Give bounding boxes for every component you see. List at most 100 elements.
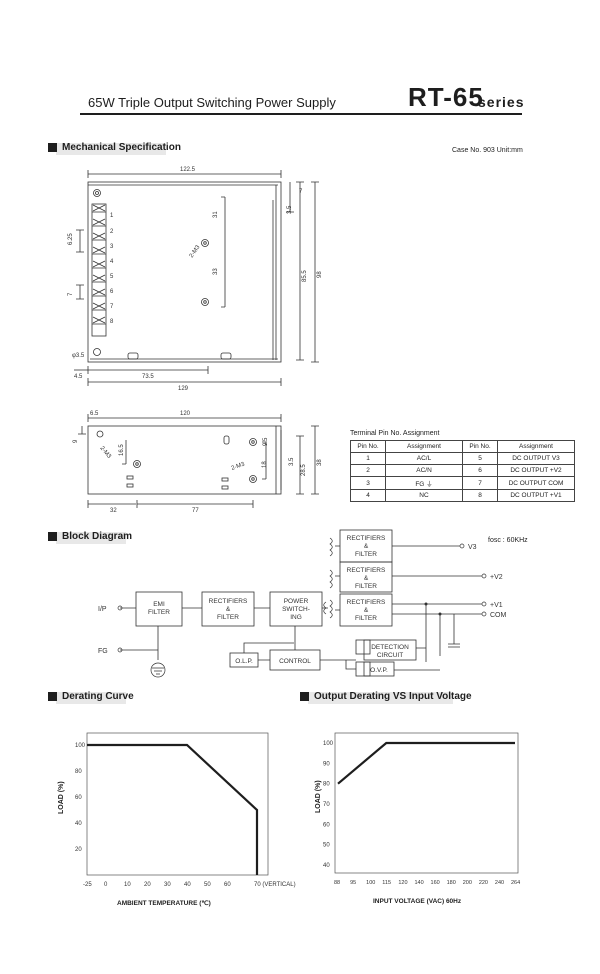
svg-text:DETECTION: DETECTION <box>371 644 409 651</box>
svg-text:2-M3: 2-M3 <box>98 445 112 460</box>
svg-text:6: 6 <box>110 289 114 295</box>
svg-text:3.5: 3.5 <box>289 457 295 466</box>
svg-text:O.V.P.: O.V.P. <box>370 667 388 674</box>
svg-text:+V2: +V2 <box>490 574 503 581</box>
svg-text:31: 31 <box>213 211 219 218</box>
svg-text:COM: COM <box>490 612 507 619</box>
section-marker-icon <box>48 532 57 541</box>
svg-text:16.5: 16.5 <box>119 444 125 456</box>
rectifier-box <box>201 591 255 627</box>
x-tick-label: 160 <box>431 880 440 886</box>
svg-text:38: 38 <box>317 459 323 466</box>
y-tick-label: 60 <box>75 795 82 801</box>
svg-text:CONTROL: CONTROL <box>279 658 311 665</box>
x-tick-label: -25 <box>83 882 92 888</box>
svg-text:8: 8 <box>110 319 114 325</box>
x-tick-label: 240 <box>495 880 504 886</box>
section-title: Output Derating VS Input Voltage <box>314 691 472 702</box>
y-tick-label: 80 <box>75 769 82 775</box>
series-label: series <box>478 94 525 110</box>
svg-text:77: 77 <box>192 508 199 514</box>
svg-text:2: 2 <box>110 229 114 235</box>
x-tick-label: 140 <box>414 880 423 886</box>
x-tick-label: 115 <box>382 880 391 886</box>
svg-text:RECTIFIERS: RECTIFIERS <box>347 535 386 542</box>
svg-text:EMI: EMI <box>153 601 165 608</box>
x-axis-label: INPUT VOLTAGE (VAC) 60Hz <box>373 898 462 905</box>
svg-text:28.5: 28.5 <box>301 464 307 476</box>
x-tick-label: 88 <box>334 880 340 886</box>
svg-text:O.L.P.: O.L.P. <box>235 658 253 665</box>
section-title: Mechanical Specification <box>62 142 181 153</box>
svg-text:6.5: 6.5 <box>90 411 99 417</box>
svg-text:SWITCH-: SWITCH- <box>282 606 310 613</box>
svg-text:RECTIFIERS: RECTIFIERS <box>209 598 248 605</box>
y-tick-label: 80 <box>323 782 330 788</box>
y-tick-label: 50 <box>323 843 330 849</box>
svg-text:32: 32 <box>110 508 117 514</box>
y-tick-label: 40 <box>323 863 330 869</box>
section-bar <box>308 692 453 704</box>
svg-text:RECTIFIERS: RECTIFIERS <box>347 567 386 574</box>
terminal-title: Terminal Pin No. Assignment <box>350 430 440 437</box>
svg-text:&: & <box>226 606 231 613</box>
svg-text:FILTER: FILTER <box>148 609 170 616</box>
svg-text:18: 18 <box>262 461 268 468</box>
x-tick-label: 180 <box>447 880 456 886</box>
svg-text:9: 9 <box>73 439 79 443</box>
x-tick-label: 70 (VERTICAL) <box>254 882 296 888</box>
mechanical-side-view: 6.5 120 9 16.5 2-M3 9.5 18 2-M3 3.5 28.5… <box>73 411 323 514</box>
y-tick-label: 40 <box>75 821 82 827</box>
x-tick-label: 20 <box>144 882 151 888</box>
x-tick-label: 50 <box>204 882 211 888</box>
y-axis-label: LOAD (%) <box>58 781 65 814</box>
svg-text:7: 7 <box>110 304 114 310</box>
svg-text:2-M3: 2-M3 <box>189 244 202 259</box>
svg-text:4: 4 <box>110 259 114 265</box>
section-marker-icon <box>300 692 309 701</box>
svg-text:FILTER: FILTER <box>355 615 377 622</box>
svg-text:&: & <box>364 543 369 550</box>
y-tick-label: 60 <box>323 822 330 828</box>
svg-text:φ3.5: φ3.5 <box>72 353 85 359</box>
svg-text:&: & <box>364 575 369 582</box>
svg-text:120: 120 <box>180 411 191 417</box>
block-diagram: EMI FILTER RECTIFIERS & FILTER POWER SWI… <box>98 529 507 678</box>
mechanical-top-view: 122.5 31 33 2-M3 85.5 98 3.5 7 6.25 7 73… <box>68 167 323 392</box>
x-tick-label: 220 <box>479 880 488 886</box>
section-output-derating: Output Derating VS Input Voltage <box>300 691 472 702</box>
svg-text:2-M3: 2-M3 <box>231 461 247 472</box>
section-marker-icon <box>48 692 57 701</box>
rectifier-v2-box <box>339 561 393 593</box>
section-bar <box>56 532 126 544</box>
svg-text:7: 7 <box>299 189 303 195</box>
x-axis-label: AMBIENT TEMPERATURE (℃) <box>117 899 211 907</box>
header-rule <box>80 113 522 115</box>
y-axis-label: LOAD (%) <box>315 780 322 813</box>
output-derating-series-line <box>337 741 515 785</box>
svg-text:RECTIFIERS: RECTIFIERS <box>347 599 386 606</box>
emi-filter-box <box>135 591 183 627</box>
svg-text:5: 5 <box>110 274 114 280</box>
svg-text:FILTER: FILTER <box>217 614 239 621</box>
table-header-row: Pin No. Assignment Pin No. Assignment <box>350 440 575 453</box>
x-tick-label: 0 <box>104 882 108 888</box>
svg-text:FILTER: FILTER <box>355 551 377 558</box>
svg-text:ING: ING <box>290 614 302 621</box>
derating-series-line <box>87 743 259 875</box>
svg-text:+V1: +V1 <box>490 602 503 609</box>
x-tick-label: 10 <box>124 882 131 888</box>
fosc-label: fosc : 60KHz <box>488 537 528 544</box>
x-tick-label: 264 <box>511 880 520 886</box>
x-tick-label: 100 <box>366 880 375 886</box>
svg-text:129: 129 <box>178 386 189 392</box>
model-title: RT-65 <box>408 82 484 112</box>
section-bar <box>56 143 166 155</box>
svg-text:6.25: 6.25 <box>68 233 74 245</box>
x-tick-label: 200 <box>463 880 472 886</box>
section-mechanical: Mechanical Specification <box>48 142 181 153</box>
